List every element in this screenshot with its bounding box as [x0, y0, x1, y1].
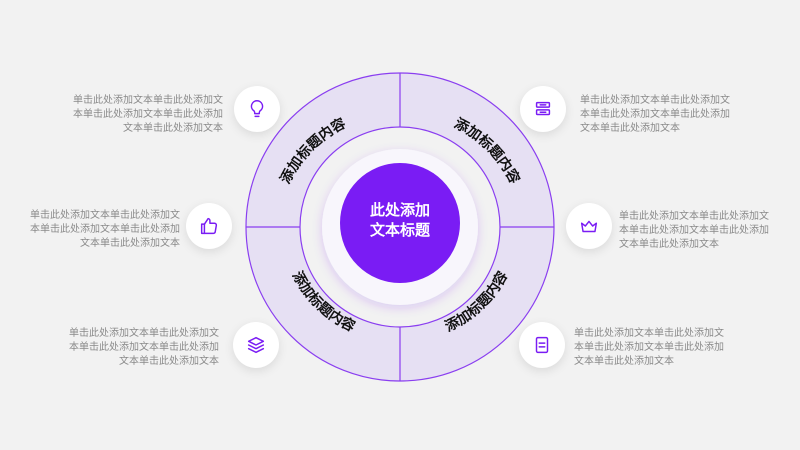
center-title-line1: 此处添加 — [369, 201, 430, 219]
center-title-line2: 文本标题 — [369, 221, 430, 239]
center-title: 此处添加 文本标题 — [340, 200, 460, 240]
item-text-left-middle: 单击此处添加文本单击此处添加文本单击此处添加文本单击此处添加文本单击此处添加文本 — [30, 210, 180, 249]
item-icon-right-bottom[interactable] — [519, 322, 565, 368]
lightbulb-icon — [250, 100, 264, 118]
item-icon-right-top[interactable] — [520, 86, 566, 132]
books-icon — [535, 101, 551, 116]
crown-icon — [580, 220, 598, 233]
layers-icon — [247, 336, 265, 354]
item-icon-left-top[interactable] — [234, 86, 280, 132]
item-text-left-top: 单击此处添加文本单击此处添加文本单击此处添加文本单击此处添加文本单击此处添加文本 — [73, 95, 223, 134]
thumbs-up-icon — [200, 217, 218, 235]
item-text-right-middle: 单击此处添加文本单击此处添加文本单击此处添加文本单击此处添加文本单击此处添加文本 — [619, 211, 769, 250]
item-text-left-bottom: 单击此处添加文本单击此处添加文本单击此处添加文本单击此处添加文本单击此处添加文本 — [69, 328, 219, 367]
item-icon-left-bottom[interactable] — [233, 322, 279, 368]
document-icon — [535, 336, 549, 354]
item-text-right-top: 单击此处添加文本单击此处添加文本单击此处添加文本单击此处添加文本单击此处添加文本 — [580, 95, 730, 134]
center-circle — [340, 163, 460, 283]
item-text-right-bottom: 单击此处添加文本单击此处添加文本单击此处添加文本单击此处添加文本单击此处添加文本 — [574, 328, 724, 367]
item-icon-right-middle[interactable] — [566, 203, 612, 249]
item-icon-left-middle[interactable] — [186, 203, 232, 249]
